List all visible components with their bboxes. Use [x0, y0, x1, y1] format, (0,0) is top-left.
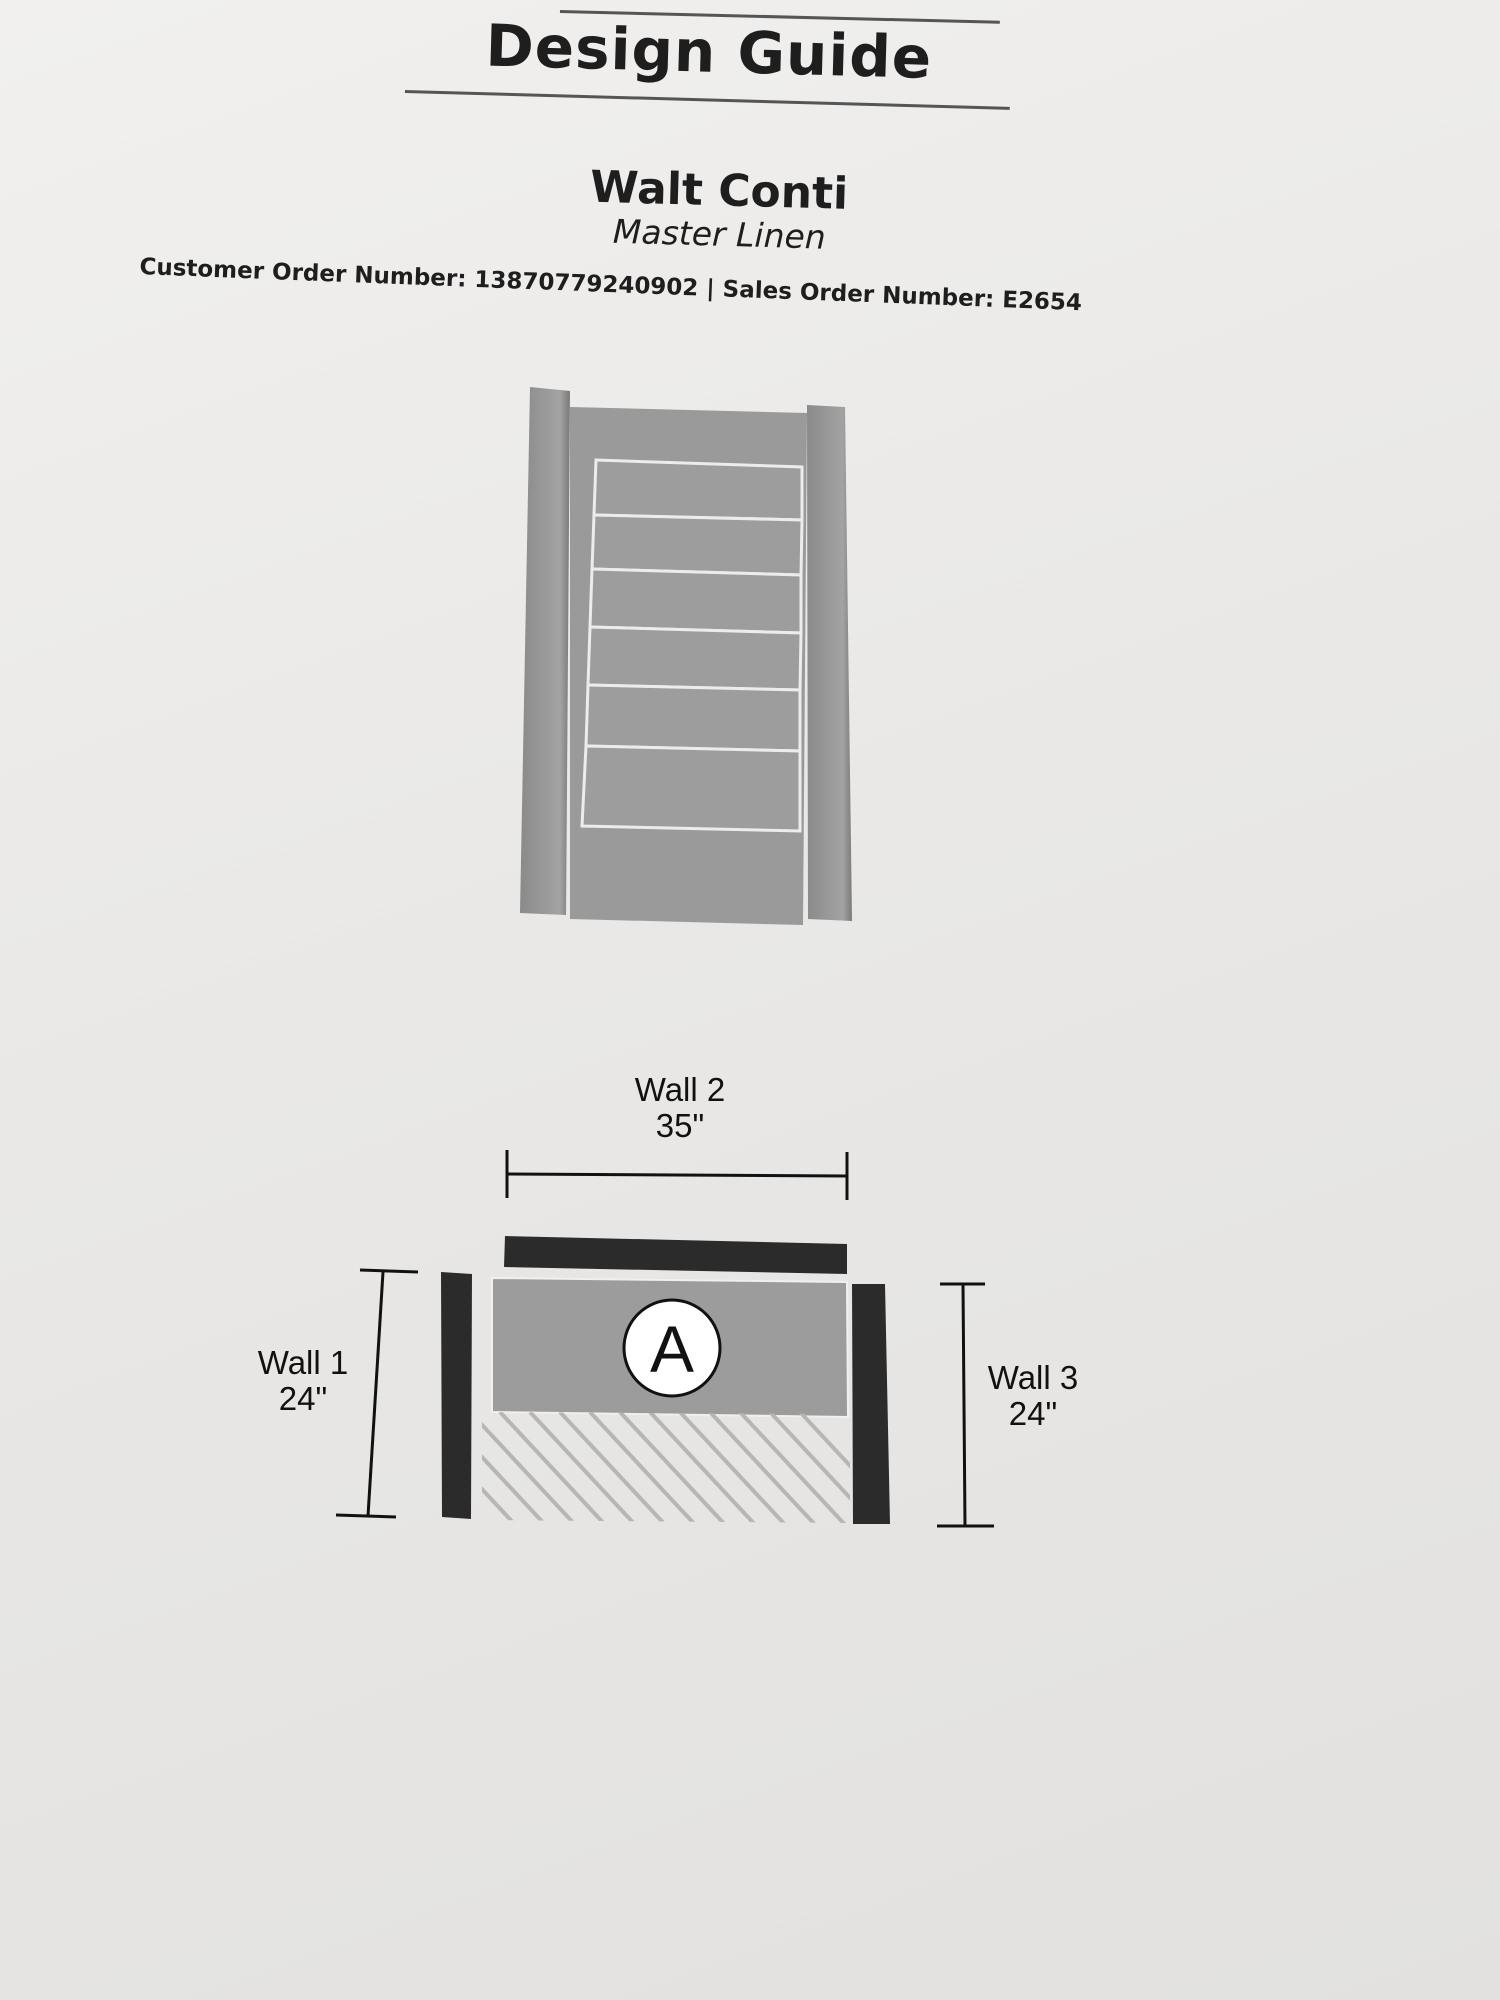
wall-1-bar	[441, 1272, 472, 1519]
wall-plan-diagram: A	[335, 1150, 994, 1528]
wall-2-bar	[504, 1236, 847, 1274]
wall-2-label: Wall 2 35"	[590, 1072, 770, 1144]
wall-3-dimension-line	[937, 1282, 994, 1528]
closet-elevation-drawing	[520, 387, 852, 925]
shelf	[592, 458, 804, 522]
wall-1-label: Wall 1 24"	[218, 1345, 388, 1417]
order-numbers: Customer Order Number: 13870779240902 | …	[139, 254, 1083, 317]
wall-1-dimension-line	[335, 1268, 419, 1519]
unit-a-marker-circle	[622, 1298, 722, 1398]
shelf	[586, 625, 803, 692]
shelf	[588, 567, 803, 635]
wall-3-length: 24"	[1008, 1395, 1058, 1432]
wall-2-name: Wall 2	[634, 1071, 726, 1108]
unit-a-marker: A	[650, 1312, 694, 1386]
shelf	[590, 513, 804, 577]
wall-2-dimension-line	[505, 1150, 849, 1200]
shelf-stack	[580, 458, 804, 833]
right-side-post	[807, 405, 852, 921]
wall-3-name: Wall 3	[987, 1359, 1079, 1396]
shelf	[584, 683, 802, 753]
header-bottom-rule	[404, 90, 1010, 110]
bleed-through-phone	[20, 1500, 76, 1730]
left-side-post	[520, 387, 570, 915]
wall-3-bar	[852, 1284, 890, 1524]
wall-2-length: 35"	[655, 1107, 705, 1144]
floor-hatching	[482, 1412, 850, 1523]
wall-1-length: 24"	[278, 1380, 328, 1417]
wall-3-label: Wall 3 24"	[948, 1360, 1118, 1432]
shelf	[580, 744, 802, 833]
wall-1-name: Wall 1	[257, 1344, 349, 1381]
